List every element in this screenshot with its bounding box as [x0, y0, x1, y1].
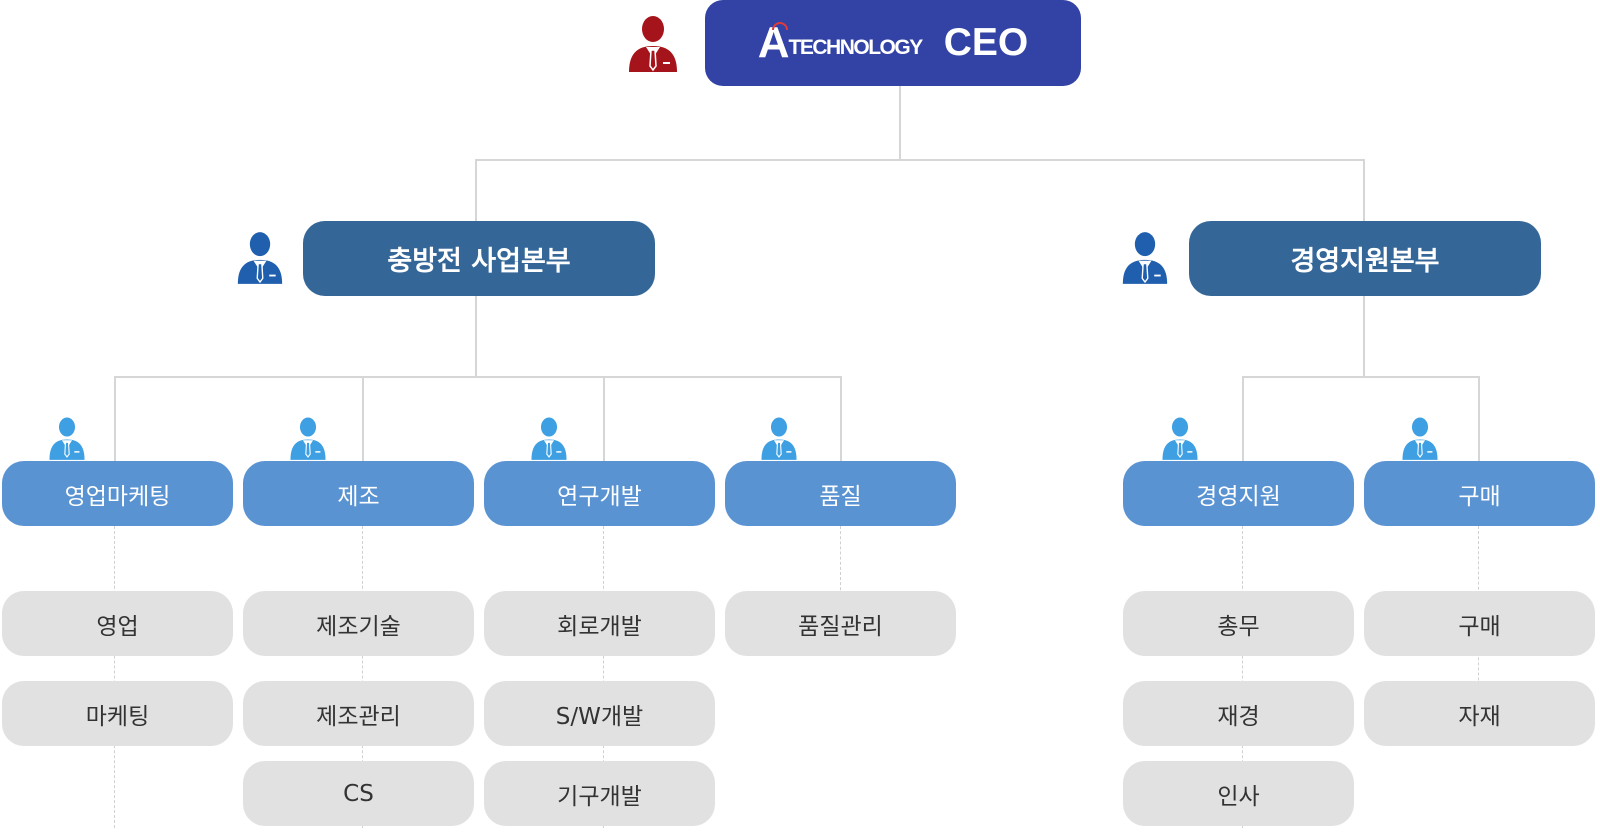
connector-right-team-bar — [1242, 376, 1480, 378]
subteam-box: 인사 — [1123, 761, 1354, 826]
team-title: 제조 — [337, 483, 380, 510]
subteam-title: 자재 — [1458, 703, 1501, 730]
subteam-title: 제조관리 — [316, 703, 401, 730]
division-box: 충방전 사업본부 — [303, 221, 655, 296]
team-box: 경영지원 — [1123, 461, 1354, 526]
team-box: 연구개발 — [484, 461, 715, 526]
connector-team-drop — [362, 376, 364, 461]
subteam-box: 마케팅 — [2, 681, 233, 746]
division-title: 충방전 사업본부 — [387, 246, 571, 277]
connector-sub-dashed — [840, 526, 841, 626]
subteam-title: CS — [343, 780, 374, 807]
division-box: 경영지원본부 — [1189, 221, 1541, 296]
subteam-box: 재경 — [1123, 681, 1354, 746]
subteam-box: 제조관리 — [243, 681, 474, 746]
person-icon — [290, 417, 326, 460]
subteam-title: 마케팅 — [85, 703, 150, 730]
subteam-box: CS — [243, 761, 474, 826]
subteam-title: 품질관리 — [798, 613, 883, 640]
person-icon — [1402, 417, 1438, 460]
subteam-title: 인사 — [1217, 783, 1260, 810]
connector-sub-dashed — [114, 526, 115, 828]
connector-division-bar — [475, 159, 1365, 161]
subteam-title: 영업 — [96, 613, 139, 640]
connector-right-down — [1363, 296, 1365, 377]
connector-team-drop — [1242, 376, 1244, 461]
ceo-title: CEO — [943, 21, 1029, 64]
team-title: 구매 — [1458, 483, 1501, 510]
subteam-title: 재경 — [1217, 703, 1260, 730]
subteam-box: 품질관리 — [725, 591, 956, 656]
person-icon — [761, 417, 797, 460]
subteam-title: 회로개발 — [557, 613, 642, 640]
person-icon — [49, 417, 85, 460]
logo-letter: A — [757, 18, 790, 67]
connector-division-left-down — [475, 159, 477, 221]
team-box: 제조 — [243, 461, 474, 526]
connector-left-team-bar — [114, 376, 842, 378]
logo-word: TECHNOLOGY — [788, 36, 924, 59]
person-icon — [237, 232, 283, 284]
subteam-box: S/W개발 — [484, 681, 715, 746]
subteam-box: 기구개발 — [484, 761, 715, 826]
subteam-title: 제조기술 — [316, 613, 401, 640]
connector-sub-dashed — [1242, 526, 1243, 828]
subteam-title: 기구개발 — [557, 783, 642, 810]
connector-team-drop — [1478, 376, 1480, 461]
person-icon — [629, 16, 677, 72]
connector-team-drop — [114, 376, 116, 461]
connector-left-down — [475, 296, 477, 377]
team-box: 영업마케팅 — [2, 461, 233, 526]
connector-sub-dashed — [362, 526, 363, 828]
division-title: 경영지원본부 — [1290, 246, 1440, 277]
team-title: 경영지원 — [1196, 483, 1281, 510]
subteam-box: 영업 — [2, 591, 233, 656]
team-title: 연구개발 — [557, 483, 642, 510]
connector-sub-dashed — [603, 526, 604, 828]
team-box: 구매 — [1364, 461, 1595, 526]
subteam-title: 구매 — [1458, 613, 1501, 640]
subteam-title: 총무 — [1217, 613, 1260, 640]
connector-division-right-down — [1363, 159, 1365, 221]
connector-ceo-down — [899, 86, 901, 160]
subteam-box: 회로개발 — [484, 591, 715, 656]
ceo-box: A TECHNOLOGY CEO — [705, 0, 1081, 86]
subteam-box: 총무 — [1123, 591, 1354, 656]
person-icon — [531, 417, 567, 460]
subteam-box: 제조기술 — [243, 591, 474, 656]
team-box: 품질 — [725, 461, 956, 526]
team-title: 영업마케팅 — [64, 483, 171, 510]
connector-team-drop — [840, 376, 842, 461]
person-icon — [1162, 417, 1198, 460]
subteam-box: 구매 — [1364, 591, 1595, 656]
subteam-box: 자재 — [1364, 681, 1595, 746]
connector-team-drop — [603, 376, 605, 461]
subteam-title: S/W개발 — [555, 703, 644, 730]
team-title: 품질 — [819, 483, 862, 510]
person-icon — [1122, 232, 1168, 284]
